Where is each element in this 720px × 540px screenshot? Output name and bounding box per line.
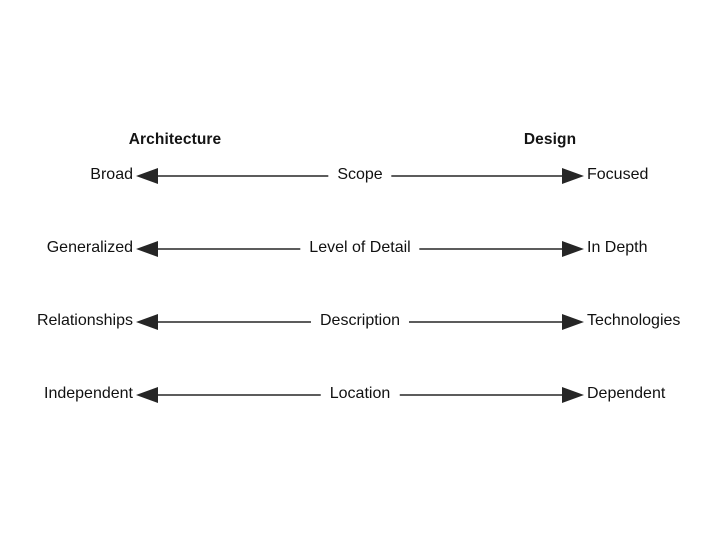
row-center-label: Level of Detail (300, 236, 420, 260)
row-right-label: Dependent (587, 385, 666, 402)
row-left-label: Relationships (36, 312, 133, 329)
column-heading-architecture: Architecture (128, 131, 222, 148)
column-heading-design: Design (523, 131, 577, 148)
row-left-label: Independent (44, 385, 133, 402)
row-center-label: Scope (328, 163, 392, 187)
spectrum-row: Independent Location Dependent (0, 382, 720, 412)
spectrum-row: Relationships Description Technologies (0, 309, 720, 339)
row-center-label: Description (310, 309, 410, 333)
row-left-label: Generalized (46, 239, 133, 256)
row-left-label: Broad (90, 166, 133, 183)
row-center-label: Location (320, 382, 400, 406)
row-right-label: Technologies (587, 312, 681, 329)
row-right-label: Focused (587, 166, 649, 183)
spectrum-row: Broad Scope Focused (0, 163, 720, 193)
spectrum-row: Generalized Level of Detail In Depth (0, 236, 720, 266)
row-right-label: In Depth (587, 239, 648, 256)
